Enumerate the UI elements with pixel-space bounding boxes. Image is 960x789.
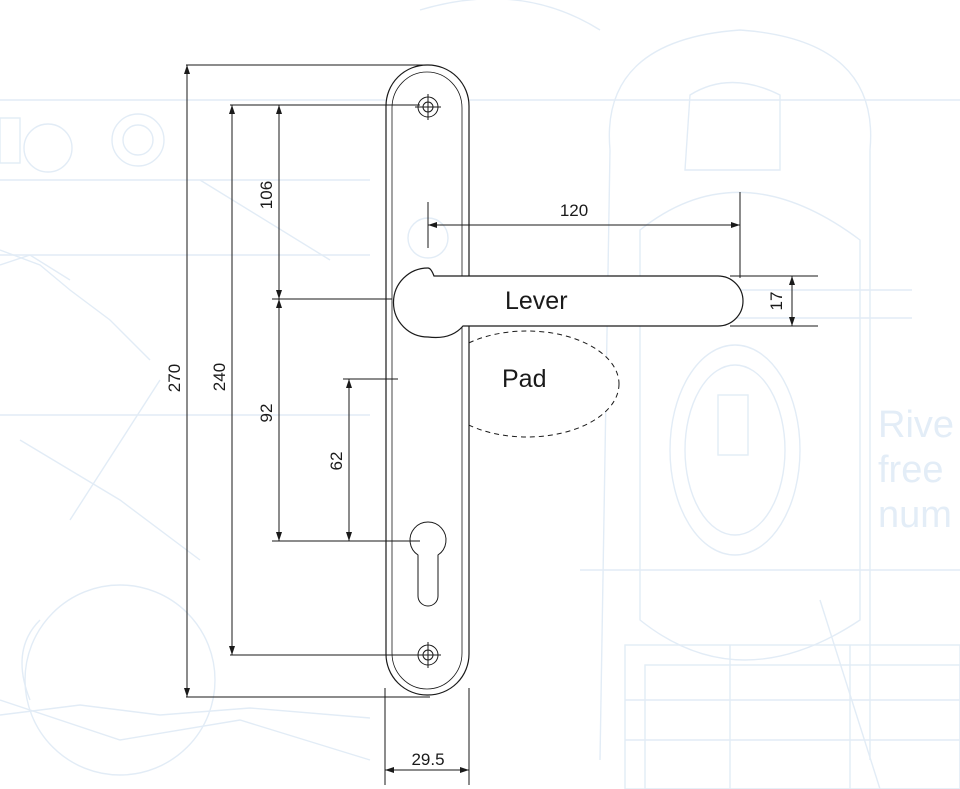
dim-plate-width-label: 29.5 <box>411 750 444 769</box>
dim-lever-projection-label: 120 <box>560 201 588 220</box>
dimension-lines <box>184 64 818 785</box>
background-text-1: Rive <box>878 404 954 446</box>
lever-outline <box>392 267 744 339</box>
lever: Lever <box>392 267 744 339</box>
lever-label: Lever <box>505 287 568 315</box>
dim-lever-thickness-label: 17 <box>767 292 786 311</box>
dim-overall-height-label: 270 <box>165 364 184 392</box>
pad-outline <box>434 330 620 438</box>
backplate-outline <box>385 64 470 696</box>
background-text-3: num <box>878 494 952 536</box>
pad-label: Pad <box>502 365 546 393</box>
dimension-labels: 270 240 106 92 62 120 17 29.5 <box>165 181 786 769</box>
top-fixing-hole-icon <box>415 94 441 120</box>
dim-fixing-centres-label: 240 <box>210 363 229 391</box>
dim-pad-to-cylinder-label: 62 <box>327 452 346 471</box>
backplate-inner-edge <box>391 71 463 690</box>
backplate <box>385 64 470 696</box>
dim-top-fixing-to-lever-label: 106 <box>257 181 276 209</box>
dim-lever-to-cylinder-label: 92 <box>257 404 276 423</box>
background-text-2: free <box>878 449 943 491</box>
euro-cylinder-hole-icon <box>409 521 447 607</box>
